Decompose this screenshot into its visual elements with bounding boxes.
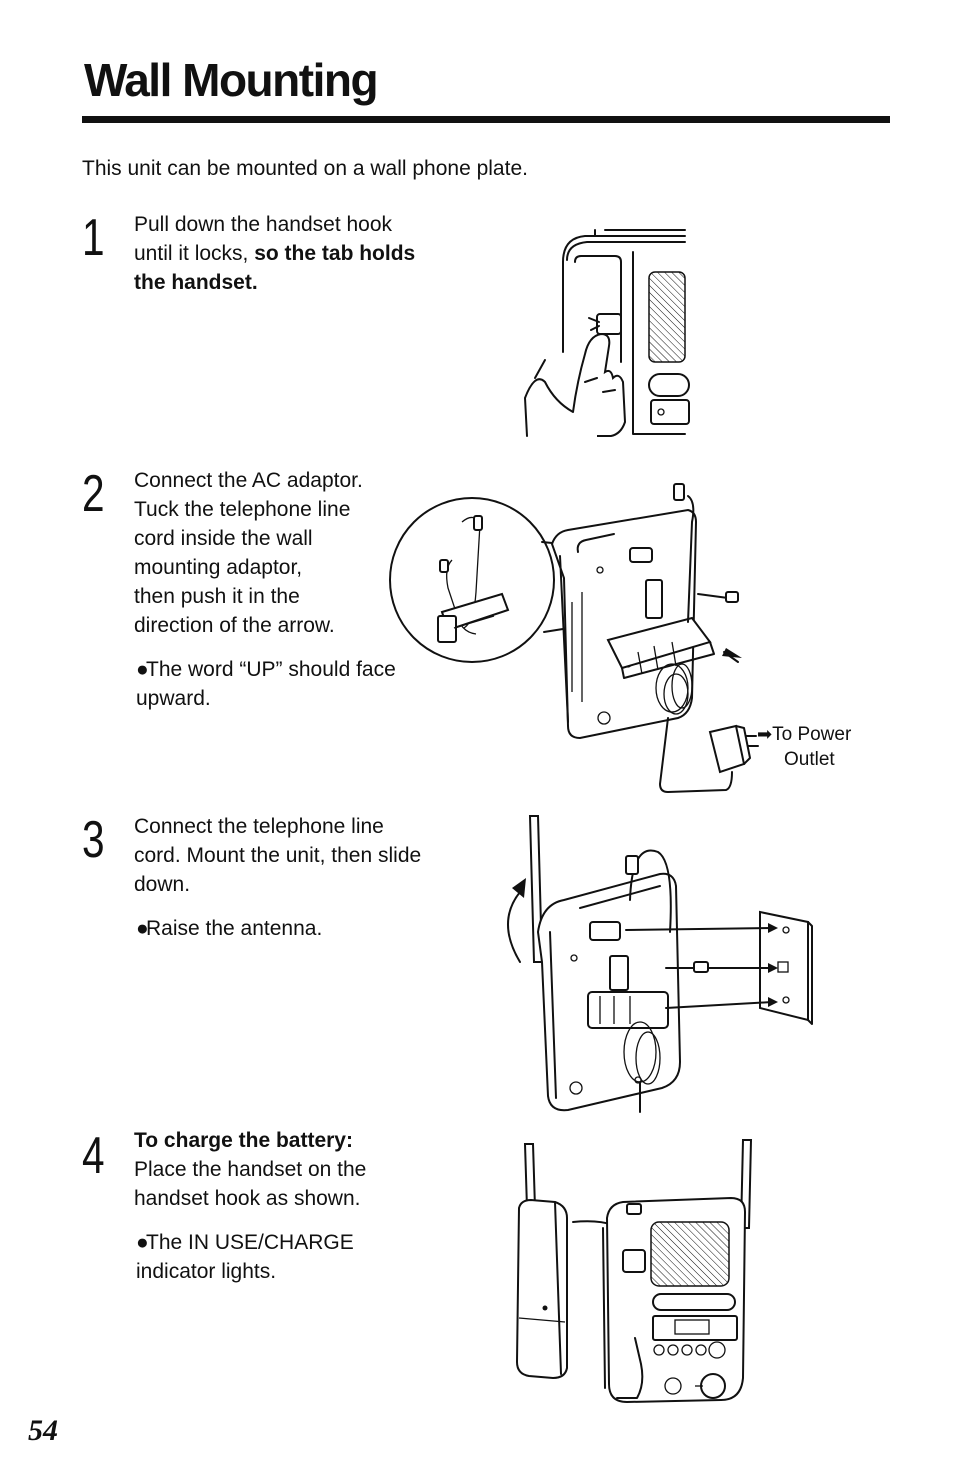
- bullet-icon: ●: [136, 1231, 149, 1254]
- step-4-note: ●The IN USE/CHARGE indicator lights.: [136, 1228, 426, 1286]
- power-outlet-caption: ➡To Power: [757, 722, 851, 747]
- step-4-number: 4: [82, 1127, 105, 1185]
- page-number: 54: [28, 1414, 58, 1447]
- wall-mount-illustration: [507, 815, 813, 1113]
- step-2-line-2: Tuck the telephone line: [134, 498, 351, 521]
- step-4-text: To charge the battery: Place the handset…: [134, 1126, 424, 1213]
- step-3-text: Connect the telephone line cord. Mount t…: [134, 815, 422, 896]
- step-3-note: ●Raise the antenna.: [136, 914, 426, 943]
- step-1-text-plain: Pull down the handset hook until it lock…: [134, 213, 393, 265]
- step-2-number: 2: [82, 465, 105, 523]
- handset-hook-illustration: [524, 229, 690, 437]
- step-2-line-6: direction of the arrow.: [134, 614, 335, 637]
- step-1-text: Pull down the handset hook until it lock…: [134, 210, 419, 297]
- step-2-note-text: The word “UP” should face upward.: [136, 658, 396, 710]
- step-3-note-text: Raise the antenna.: [146, 917, 323, 940]
- step-2-note: ●The word “UP” should face upward.: [136, 655, 416, 713]
- bullet-icon: ●: [136, 917, 149, 940]
- arrow-right-icon: ➡: [757, 724, 773, 744]
- page-title: Wall Mounting: [84, 54, 379, 106]
- title-rule: [82, 116, 890, 123]
- power-outlet-caption-line-2: Outlet: [784, 749, 835, 770]
- step-2-text: Connect the AC adaptor. Tuck the telepho…: [134, 466, 424, 640]
- step-4-note-text: The IN USE/CHARGE indicator lights.: [136, 1231, 354, 1283]
- step-4-heading: To charge the battery:: [134, 1129, 353, 1152]
- step-2-line-1: Connect the AC adaptor.: [134, 469, 363, 492]
- bullet-icon: ●: [136, 658, 149, 681]
- step-1-text-bold: so the tab holds the handset.: [134, 242, 416, 294]
- step-2-line-3: cord inside the wall: [134, 527, 313, 550]
- ac-adaptor-illustration: [389, 483, 759, 793]
- step-2-line-5: then push it in the: [134, 585, 300, 608]
- step-3-number: 3: [82, 811, 105, 869]
- power-outlet-caption-line-1: To Power: [772, 724, 852, 745]
- intro-text: This unit can be mounted on a wall phone…: [82, 157, 528, 180]
- step-1-number: 1: [82, 209, 105, 267]
- step-4-body: Place the handset on the handset hook as…: [134, 1158, 367, 1210]
- step-2-line-4: mounting adaptor,: [134, 556, 303, 579]
- charge-illustration: [515, 1139, 753, 1404]
